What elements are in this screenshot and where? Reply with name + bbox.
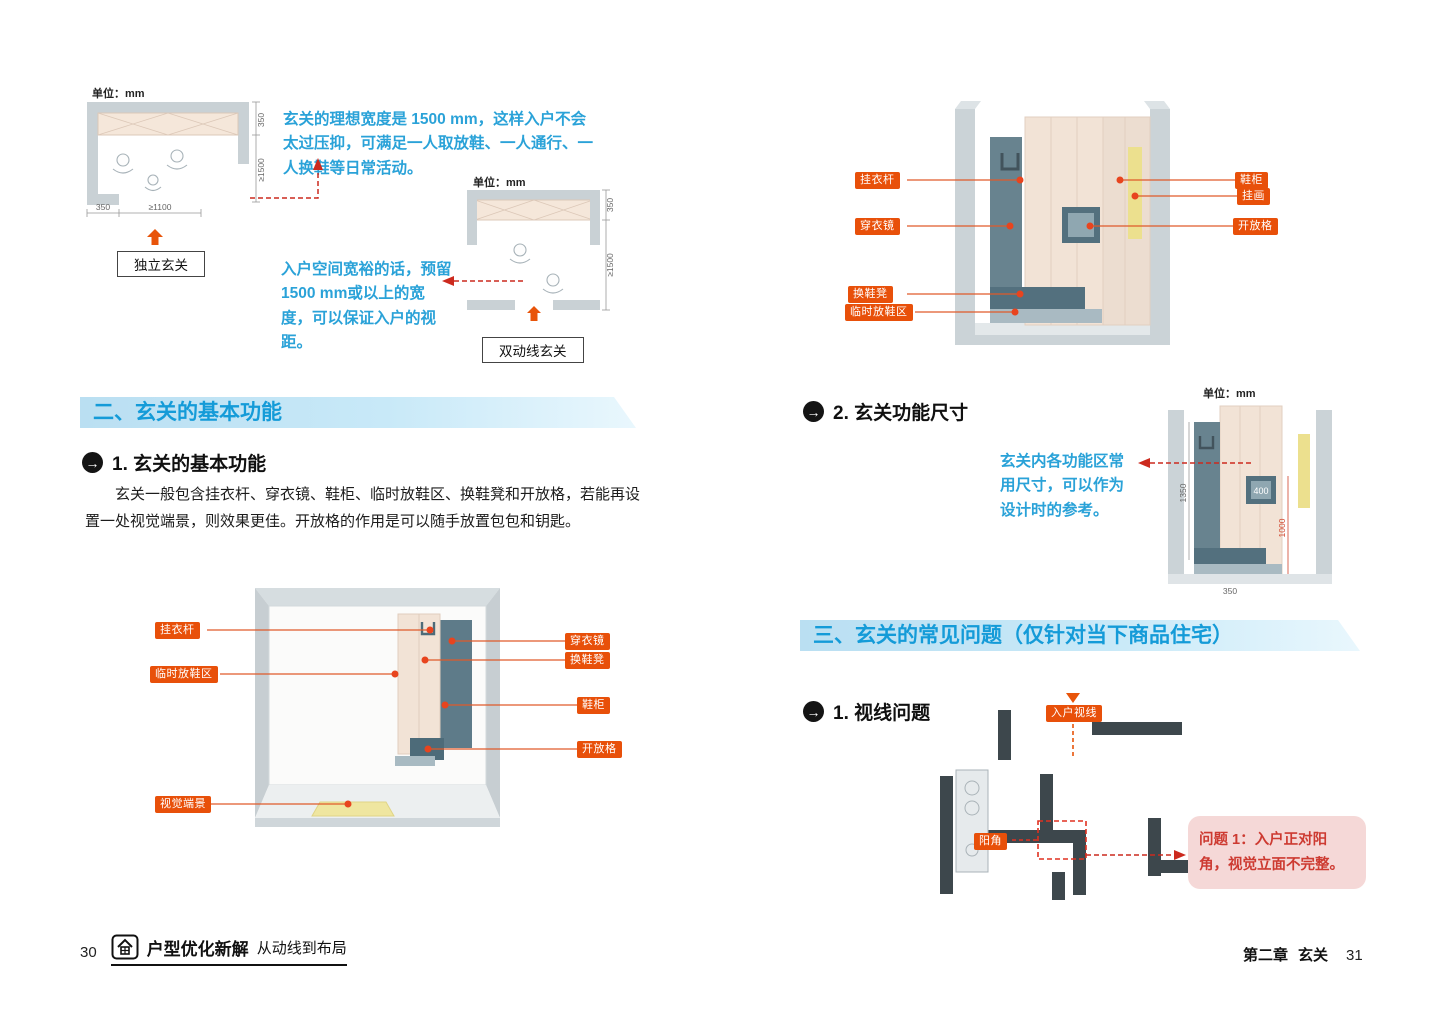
dashed-arrow-to-note1 (250, 158, 323, 199)
label-temp-shoe-area: 临时放鞋区 (150, 666, 218, 683)
chapter-name: 玄关 (1298, 947, 1329, 964)
label-outside-corner: 阳角 (974, 833, 1007, 850)
book-title: 户型优化新解 (146, 939, 249, 959)
label-open-shelf: 开放格 (1233, 218, 1278, 235)
unit-label: 单位：mm (92, 88, 145, 100)
chapter-label: 第二章 (1243, 947, 1289, 964)
label-temp-shoe-area: 临时放鞋区 (845, 304, 913, 321)
body-paragraph: 玄关一般包含挂衣杆、穿衣镜、鞋柜、临时放鞋区、换鞋凳和开放格，若能再设置一处视觉… (85, 486, 641, 530)
note-reserve-width: 入户空间宽裕的话，预留1500 mm或以上的宽度，可以保证入户的视距。 (281, 261, 452, 352)
caption-standalone-entry: 独立玄关 (117, 251, 205, 277)
subsection-title: 2. 玄关功能尺寸 (833, 403, 969, 424)
dashed-arrow-to-note3 (1138, 458, 1254, 468)
entry-dimension-diagram: 1350 400 1000 350 (1168, 405, 1332, 596)
subsection-title: 1. 视线问题 (833, 703, 931, 724)
label-picture: 挂画 (1237, 188, 1270, 205)
note-function-sizes: 玄关内各功能区常用尺寸，可以作为设计时的参考。 (1000, 453, 1125, 519)
dim-350-top: 350 (256, 113, 266, 127)
kitchen-counter-shape (955, 769, 989, 873)
corner-highlight-box (1037, 820, 1087, 860)
page-number-right: 31 (1346, 947, 1363, 964)
page-number-left: 30 (80, 944, 97, 961)
subsection-title: 1. 玄关的基本功能 (112, 454, 267, 475)
arrow-bullet-icon: → (803, 701, 824, 722)
double-line-entry-floorplan: 350 ≥1500 (467, 189, 615, 321)
unit-label: 单位：mm (1203, 388, 1256, 400)
up-arrow-icon (147, 229, 163, 245)
label-shoe-cabinet: 鞋柜 (577, 697, 610, 714)
anchor-dots (1006, 176, 1139, 316)
section-title-basic-functions: 二、玄关的基本功能 (80, 397, 636, 428)
arrow-bullet-icon: → (82, 452, 103, 473)
publisher-logo-icon (111, 934, 139, 960)
standalone-entry-floorplan: 350 ≥1500 350 ≥1100 (86, 101, 266, 217)
dim-350: 350 (1223, 586, 1237, 596)
coat-rod-shape (1000, 153, 1020, 171)
person-sketches (112, 149, 188, 192)
entry-axonometric-diagram (207, 588, 577, 827)
label-entry-sightline: 入户视线 (1046, 705, 1102, 722)
leader-lines (907, 179, 1237, 313)
label-bench: 换鞋凳 (565, 652, 610, 669)
label-coat-rod: 挂衣杆 (855, 172, 900, 189)
dashed-arrow-to-note2 (442, 276, 526, 286)
up-arrow-icon (527, 306, 541, 321)
label-coat-rod: 挂衣杆 (155, 622, 200, 639)
dim-1000: 1000 (1277, 518, 1287, 537)
label-shoe-cabinet: 鞋柜 (1235, 172, 1268, 189)
label-open-shelf: 开放格 (577, 741, 622, 758)
wall-segments (940, 710, 1191, 900)
dim-1350: 1350 (1178, 483, 1188, 502)
section-title-common-problems: 三、玄关的常见问题（仅针对当下商品住宅） (800, 620, 1360, 651)
subsection-sightline-problem: → 1. 视线问题 (803, 698, 930, 725)
right-footer: 第二章 玄关 31 (1243, 944, 1363, 965)
label-mirror: 穿衣镜 (565, 633, 610, 650)
anchor-dots (344, 626, 456, 808)
note-ideal-width: 玄关的理想宽度是 1500 mm，这样入户不会太过压抑，可满足一人取放鞋、一人通… (283, 111, 594, 177)
sightline-problem-floorplan (940, 693, 1191, 900)
dim-400: 400 (1253, 486, 1268, 496)
arrow-bullet-icon: → (803, 401, 824, 422)
dim-350: 350 (605, 198, 615, 212)
dim-350-bottom: 350 (96, 202, 110, 212)
caption-double-line-entry: 双动线玄关 (482, 337, 584, 363)
dim-1500: ≥1500 (605, 253, 615, 277)
dim-1500: ≥1500 (256, 158, 266, 182)
problem-1-callout: 问题 1：入户正对阳角，视觉立面不完整。 (1188, 816, 1366, 890)
subsection-function-sizes: → 2. 玄关功能尺寸 (803, 398, 968, 425)
left-footer: 30 户型优化新解 从动线到布局 (80, 934, 347, 966)
entry-function-axonometric (907, 101, 1237, 345)
dim-1100: ≥1100 (149, 202, 172, 212)
unit-label: 单位：mm (473, 177, 526, 189)
coat-rod-shape (420, 622, 436, 636)
label-bench: 换鞋凳 (848, 286, 893, 303)
entry-direction-arrow-icon (1066, 693, 1080, 703)
floor-mat-shape (311, 801, 395, 817)
book-title-block: 户型优化新解 从动线到布局 (110, 934, 347, 966)
leader-lines (207, 629, 577, 805)
label-mirror: 穿衣镜 (855, 218, 900, 235)
arrow-to-problem-box (1174, 850, 1186, 860)
label-visual-endpoint: 视觉端景 (155, 796, 211, 813)
person-sketches (509, 243, 564, 294)
book-subtitle: 从动线到布局 (256, 939, 347, 957)
subsection-basic-functions: → 1. 玄关的基本功能 (82, 449, 266, 476)
